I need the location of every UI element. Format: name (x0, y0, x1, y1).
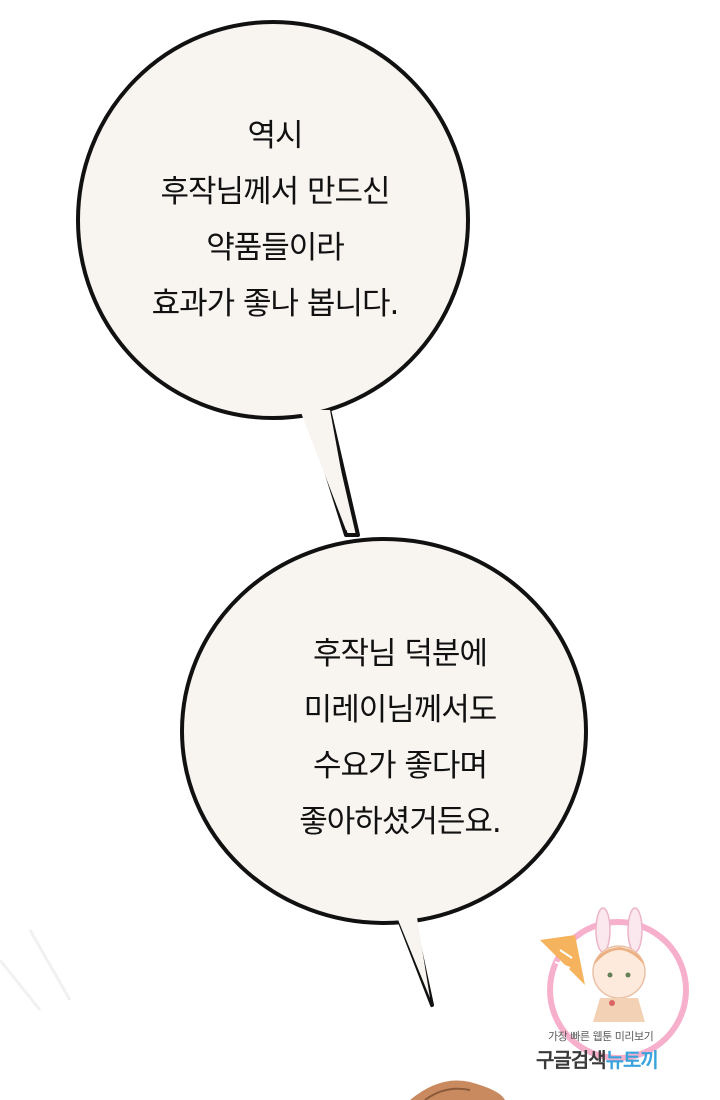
bubble-1-line-4: 효과가 좋나 봅니다. (151, 286, 400, 322)
bubble-2-text: 후작님 덕분에 미레이님께서도 수요가 좋다며 좋아하셨거든요. (250, 626, 550, 850)
bubble-1-line-1: 역시 (247, 118, 303, 154)
watermark-tagline: 가장 빠른 웹툰 미리보기 (548, 1030, 654, 1043)
bubble-2-line-3: 수요가 좋다며 (313, 748, 488, 784)
bow-icon (609, 1000, 615, 1006)
carrot-icon (540, 935, 585, 985)
watermark-brand-accent: 뉴토끼 (605, 1048, 659, 1072)
speech-bubble-2 (180, 537, 588, 1007)
bubble-1-line-3: 약품들이라 (206, 230, 345, 266)
bubble-2-line-4: 좋아하셨거든요. (299, 804, 502, 840)
hair-strand (424, 1087, 471, 1100)
watermark-brand-prefix: 구글검색 (536, 1048, 607, 1072)
eye-left-icon (607, 972, 613, 978)
bunny-ear-left (595, 907, 611, 953)
background-sketch (0, 929, 72, 1011)
bubble-1-text: 역시 후작님께서 만드신 약품들이라 효과가 좋나 봅니다. (120, 108, 430, 332)
watermark-brand: 구글검색뉴토끼 (536, 1044, 659, 1073)
character-hair-icon (594, 947, 644, 965)
bubble-1-body (76, 20, 470, 420)
speech-bubble-1 (76, 20, 470, 537)
eye-right-icon (625, 972, 631, 978)
carrot-stripes (554, 949, 573, 969)
character-hair (410, 1080, 505, 1100)
bubble-1-tail-fill (300, 410, 352, 530)
bunny-ear-right (627, 907, 643, 953)
bubble-1-line-2: 후작님께서 만드신 (160, 174, 390, 210)
watermark-logo (540, 907, 689, 1061)
character-body-icon (593, 998, 645, 1022)
bubble-2-line-1: 후작님 덕분에 (313, 636, 488, 672)
bubble-2-body (180, 537, 588, 925)
bubble-2-tail-fill (392, 905, 430, 998)
character-face-icon (592, 945, 646, 999)
bubble-2-line-2: 미레이님께서도 (303, 692, 498, 728)
watermark-ring (547, 919, 689, 1061)
